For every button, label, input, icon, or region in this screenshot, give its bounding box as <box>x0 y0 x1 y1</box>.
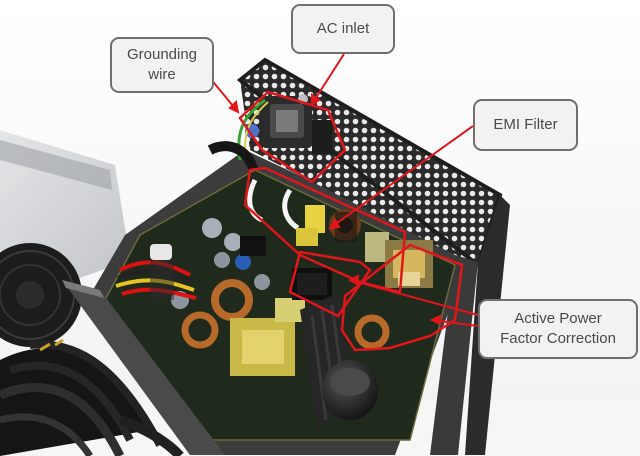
ac-arrow <box>311 53 345 105</box>
apfc-outline-left <box>288 250 372 318</box>
emi-arrow <box>329 125 474 229</box>
apfc-arrow-1 <box>349 279 479 316</box>
emi-filter-outline <box>243 166 407 294</box>
callout-grounding-wire: Grounding wire <box>110 37 214 93</box>
callout-ac-inlet: AC inlet <box>291 4 395 54</box>
highlight-outlines <box>238 90 464 352</box>
ac-inlet-outline <box>238 90 347 184</box>
callout-active-pfc: Active Power Factor Correction <box>478 299 638 359</box>
callout-arrows <box>204 53 479 327</box>
callout-emi-filter: EMI Filter <box>473 99 578 151</box>
apfc-outline-right <box>340 243 464 352</box>
